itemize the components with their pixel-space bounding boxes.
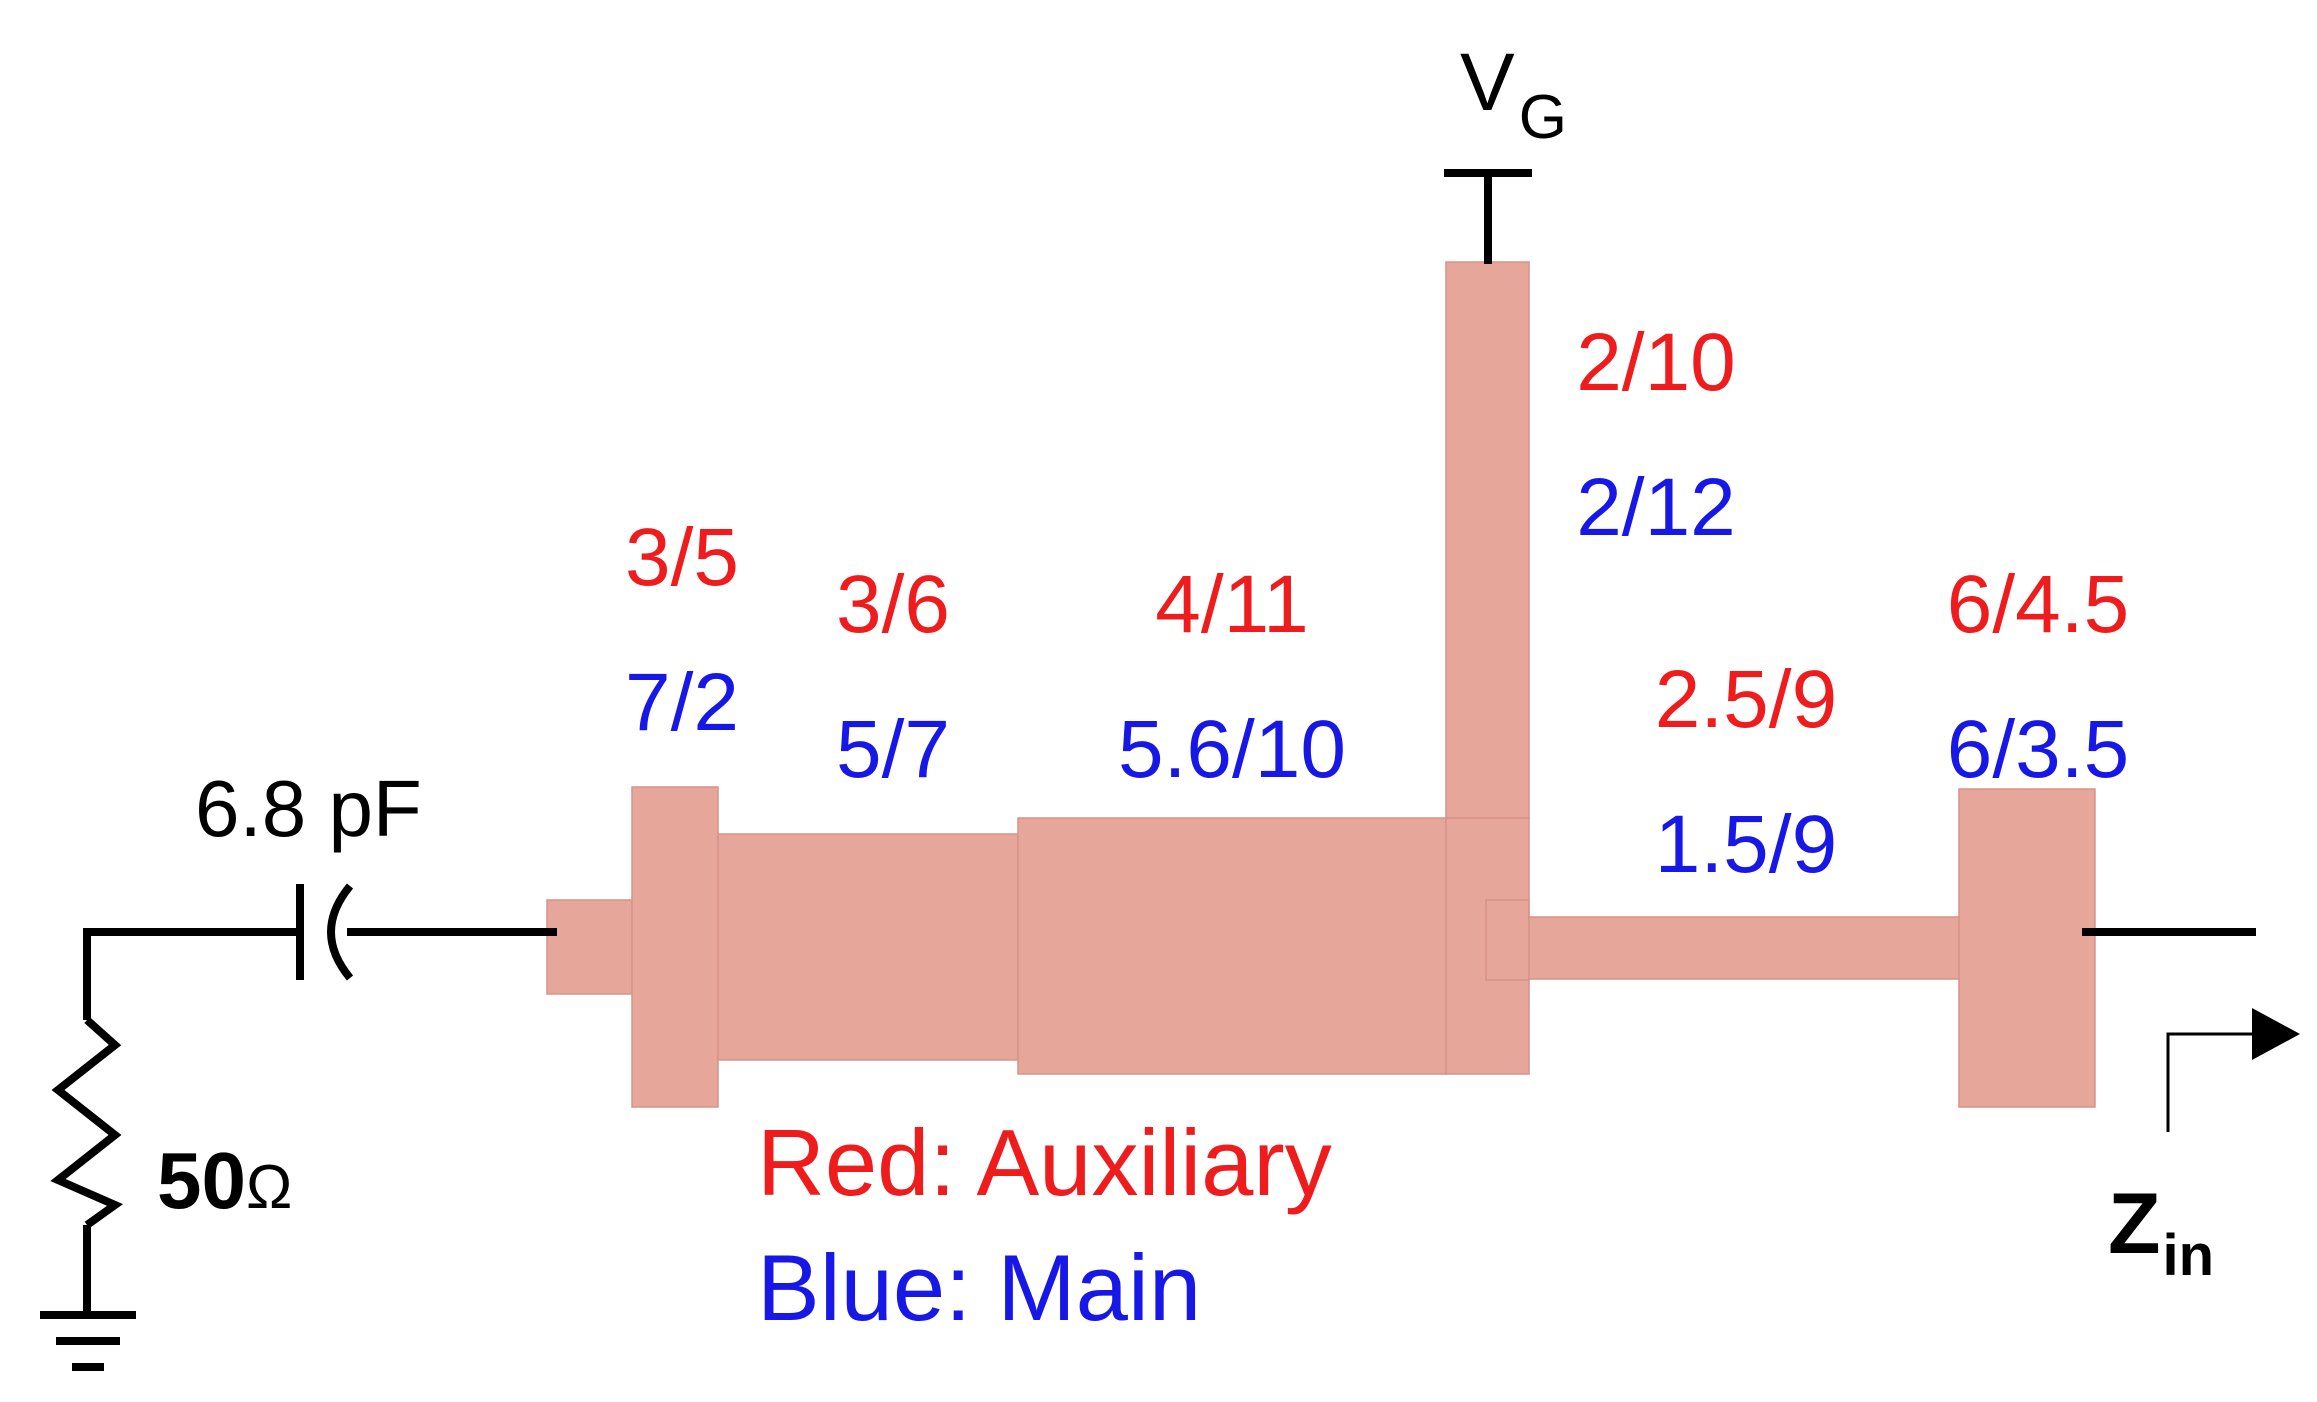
resistor-icon [50,1017,124,1229]
section-1-segment [631,786,719,1108]
section-5-aux-label: 6/4.5 [1947,559,2129,650]
legend-auxiliary: Red: Auxiliary [757,1110,1332,1215]
capacitor-plate-2 [327,883,354,981]
zin-arrow-icon [2166,1008,2300,1132]
stub-main-label: 2/12 [1576,462,1736,553]
circuit-wires [40,169,2256,1371]
section-4-segment [1528,916,1960,980]
section-4-main-label: 1.5/9 [1655,799,1837,890]
section-5-main-label: 6/3.5 [1947,704,2129,795]
section-3-segment [1017,817,1447,1075]
section-2-main-label: 5/7 [836,704,950,795]
section-1-main-label: 7/2 [625,657,739,748]
tee-extension-segment [1485,899,1530,981]
capacitor-lead-wire [83,928,300,1020]
gate-voltage-label: VG [1460,37,1567,152]
legend: Red: Auxiliary Blue: Main [757,1110,1332,1340]
input-feed-segment [546,899,633,995]
stub-aux-label: 2/10 [1576,317,1736,408]
legend-main: Blue: Main [757,1235,1201,1340]
capacitor-label: 6.8 pF [195,764,422,853]
section-4-aux-label: 2.5/9 [1655,654,1837,745]
resistor-label: 50Ω [157,1136,292,1225]
section-5-segment [1958,788,2096,1108]
section-labels: 3/5 7/2 3/6 5/7 4/11 5.6/10 2/10 2/12 2.… [625,317,2129,890]
microstrip-layout [546,261,2096,1108]
zin-label: Zin [2108,1176,2214,1288]
section-2-segment [717,833,1019,1061]
section-2-aux-label: 3/6 [836,559,950,650]
section-3-main-label: 5.6/10 [1118,704,1346,795]
section-1-aux-label: 3/5 [625,512,739,603]
stub-segment [1445,261,1530,819]
section-3-aux-label: 4/11 [1155,559,1309,650]
